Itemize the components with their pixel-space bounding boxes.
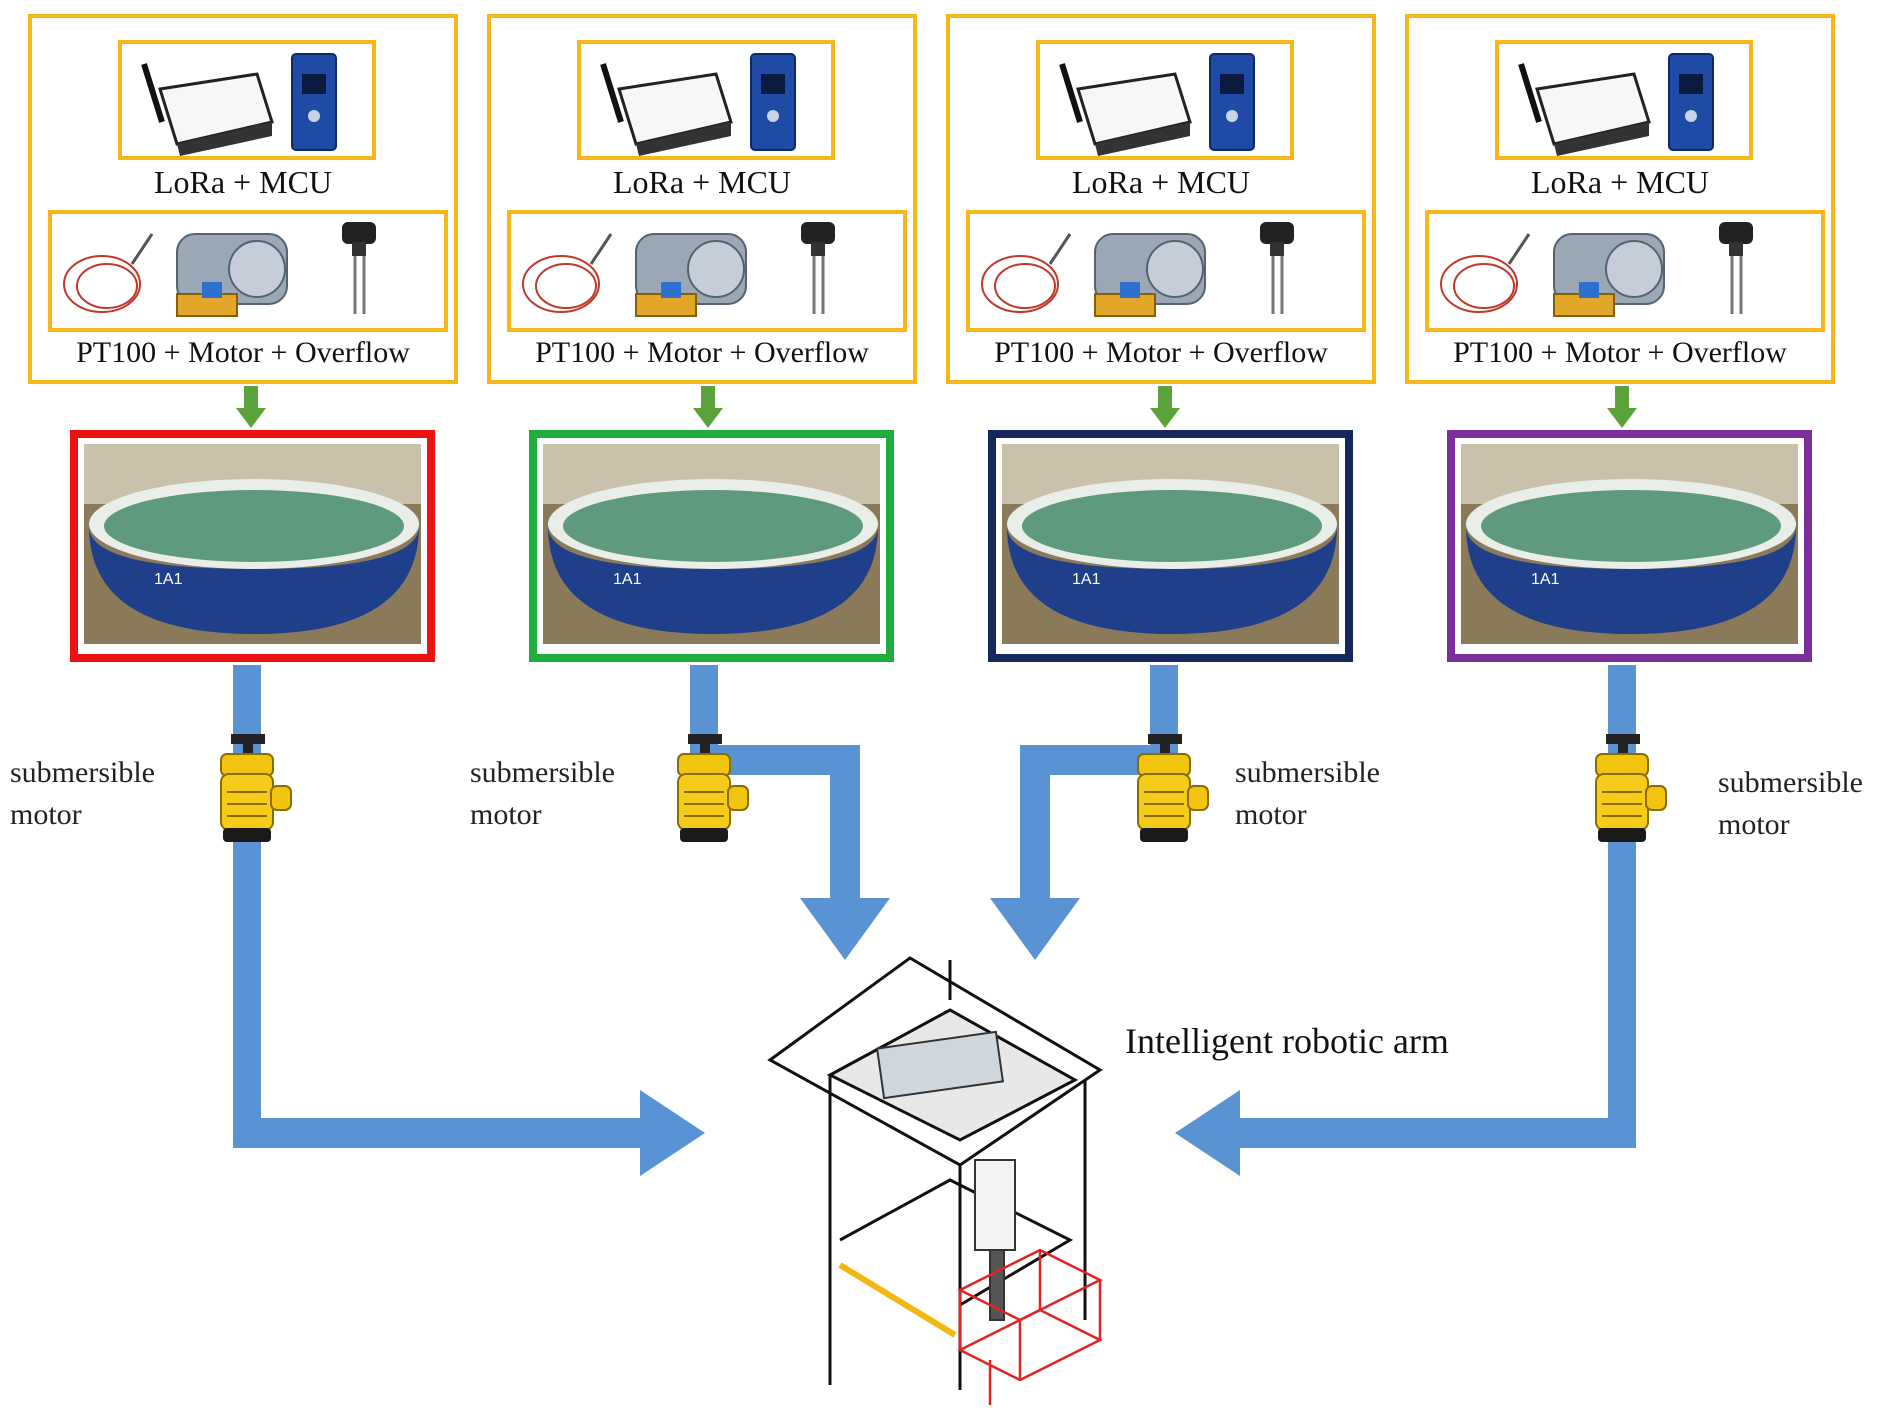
green-arrow-2: [693, 386, 723, 428]
sensors-label: PT100 + Motor + Overflow: [994, 336, 1328, 369]
fish-tank-image: 1A1: [543, 444, 880, 644]
fish-tank-image: 1A1: [1002, 444, 1339, 644]
sensors-icon: [1440, 222, 1753, 317]
pipe-tank-1: [233, 665, 705, 1176]
lora-mcu-label: LoRa + MCU: [1530, 164, 1710, 200]
sensor-node-3: LoRa + MCU PT100 + Motor + Overflow: [946, 14, 1376, 384]
pipe-tank-4: [1175, 665, 1636, 1176]
lora-gateway-icon: [141, 53, 337, 156]
sensors-box: [48, 210, 448, 332]
robotic-arm-label: Intelligent robotic arm: [1125, 1021, 1449, 1061]
green-arrow-4: [1607, 386, 1637, 428]
pt100-sensor-icon: [63, 233, 154, 313]
lora-gateway-icon: [1059, 53, 1255, 156]
fish-tank-1: 1A1: [70, 430, 435, 662]
fish-tank-2: 1A1: [529, 430, 894, 662]
mcu-board-icon: [750, 53, 796, 151]
sensors-icon: [522, 222, 835, 317]
fish-tank-3: 1A1: [988, 430, 1353, 662]
pump-label-2: submersible motor: [470, 756, 615, 831]
sensors-icon: [981, 222, 1294, 317]
green-arrow-3: [1150, 386, 1180, 428]
lora-mcu-box: [1036, 40, 1294, 160]
motor-icon: [176, 233, 288, 317]
overflow-sensor-icon: [342, 222, 376, 314]
pump-label-3: submersible motor: [1235, 756, 1380, 831]
robotic-arm-icon: [767, 956, 1103, 1405]
pt100-sensor-icon: [981, 233, 1072, 313]
lora-mcu-label: LoRa + MCU: [612, 164, 792, 200]
tank-text: 1A1: [1531, 571, 1560, 588]
motor-icon: [1094, 233, 1206, 317]
fish-tank-image: 1A1: [84, 444, 421, 644]
pt100-sensor-icon: [522, 233, 613, 313]
sensors-label: PT100 + Motor + Overflow: [535, 336, 869, 369]
lora-gateway-icon: [600, 53, 796, 156]
lora-mcu-box: [577, 40, 835, 160]
motor-icon: [635, 233, 747, 317]
tank-text: 1A1: [613, 571, 642, 588]
sensors-icon: [63, 222, 376, 317]
tank-text: 1A1: [154, 571, 183, 588]
mcu-board-icon: [1668, 53, 1714, 151]
sensor-node-4: LoRa + MCU PT100 + Motor + Overflow: [1405, 14, 1835, 384]
tank-text: 1A1: [1072, 571, 1101, 588]
pump-label-1: submersible motor: [10, 756, 155, 831]
fish-tank-image: 1A1: [1461, 444, 1798, 644]
sensors-box: [1425, 210, 1825, 332]
sensors-label: PT100 + Motor + Overflow: [1453, 336, 1787, 369]
overflow-sensor-icon: [1260, 222, 1294, 314]
mcu-board-icon: [1209, 53, 1255, 151]
lora-gateway-icon: [1518, 53, 1714, 156]
pt100-sensor-icon: [1440, 233, 1531, 313]
lora-mcu-label: LoRa + MCU: [153, 164, 333, 200]
sensor-node-1: LoRa + MCU PT100 + Motor + Overflow: [28, 14, 458, 384]
overflow-sensor-icon: [1719, 222, 1753, 314]
fish-tank-4: 1A1: [1447, 430, 1812, 662]
green-arrow-1: [236, 386, 266, 428]
pump-label-4: submersible motor: [1718, 766, 1863, 841]
motor-icon: [1553, 233, 1665, 317]
green-arrows: [236, 386, 1637, 428]
lora-mcu-label: LoRa + MCU: [1071, 164, 1251, 200]
lora-mcu-box: [118, 40, 376, 160]
sensors-box: [507, 210, 907, 332]
mcu-board-icon: [291, 53, 337, 151]
lora-mcu-box: [1495, 40, 1753, 160]
sensor-node-2: LoRa + MCU PT100 + Motor + Overflow: [487, 14, 917, 384]
sensors-box: [966, 210, 1366, 332]
sensors-label: PT100 + Motor + Overflow: [76, 336, 410, 369]
overflow-sensor-icon: [801, 222, 835, 314]
